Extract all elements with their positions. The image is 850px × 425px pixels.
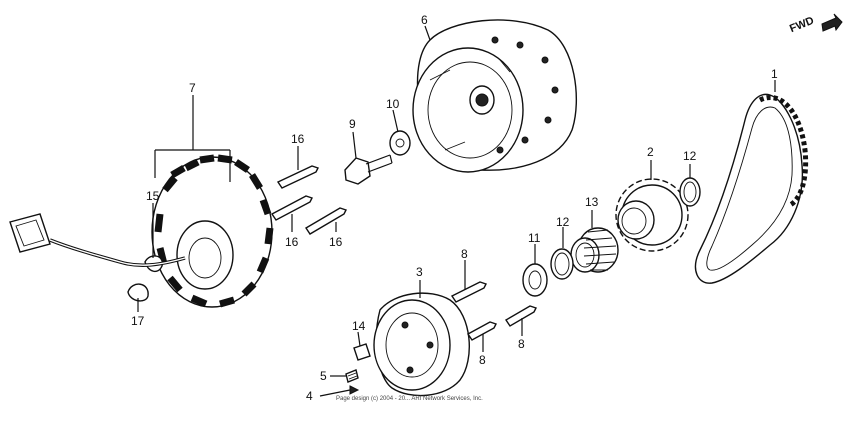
callout-1: 1 (771, 67, 778, 81)
callout-16-top: 16 (291, 132, 305, 146)
leader-lines (137, 25, 776, 377)
callout-8-top: 8 (461, 247, 468, 261)
callout-8-left: 8 (479, 353, 486, 367)
callout-5: 5 (320, 369, 327, 383)
callout-2: 2 (647, 145, 654, 159)
needle-bearing[interactable] (570, 227, 619, 273)
starter-sprocket[interactable] (615, 178, 689, 252)
stator-assembly[interactable] (151, 154, 274, 308)
wire-grommet[interactable] (127, 283, 149, 302)
clutch-spring[interactable] (345, 369, 359, 383)
washer-11[interactable] (522, 263, 548, 297)
callout-11: 11 (528, 231, 541, 245)
callout-12-upper: 12 (683, 149, 697, 163)
callout-14: 14 (352, 319, 366, 333)
callout-16-low: 16 (329, 235, 343, 249)
drive-chain[interactable] (694, 93, 809, 284)
callout-16-mid: 16 (285, 235, 299, 249)
callout-17: 17 (131, 314, 145, 328)
clutch-roller[interactable] (353, 343, 371, 361)
callout-6: 6 (421, 13, 428, 27)
starter-clutch[interactable] (373, 292, 470, 397)
snap-ring-left[interactable] (550, 248, 574, 280)
callout-15: 15 (146, 189, 160, 203)
rotor-bolt[interactable] (344, 154, 393, 185)
washer-10[interactable] (389, 130, 411, 156)
wire-connector[interactable] (9, 213, 51, 253)
snap-ring-right[interactable] (679, 177, 701, 207)
clutch-bolt-left[interactable] (466, 321, 497, 341)
callout-3: 3 (416, 265, 423, 279)
callout-13: 13 (585, 195, 599, 209)
copyright-notice: Page design (c) 2004 - 20... ARI Network… (336, 396, 483, 402)
callout-8-right: 8 (518, 337, 525, 351)
stator-bolt-middle[interactable] (270, 195, 313, 221)
callout-7: 7 (189, 81, 196, 95)
forward-arrow-icon (821, 13, 843, 32)
callout-12-lower: 12 (556, 215, 570, 229)
stator-bolt-lower[interactable] (305, 207, 347, 235)
spring-cap[interactable] (319, 385, 360, 397)
stator-bolt-upper[interactable] (276, 165, 319, 189)
clutch-bolt-top[interactable] (450, 281, 487, 303)
callout-9: 9 (349, 117, 356, 131)
flywheel-rotor[interactable] (412, 19, 578, 173)
callout-10: 10 (386, 97, 400, 111)
clutch-bolt-right[interactable] (505, 305, 537, 327)
callout-4: 4 (306, 389, 313, 403)
wire-harness (49, 238, 186, 267)
